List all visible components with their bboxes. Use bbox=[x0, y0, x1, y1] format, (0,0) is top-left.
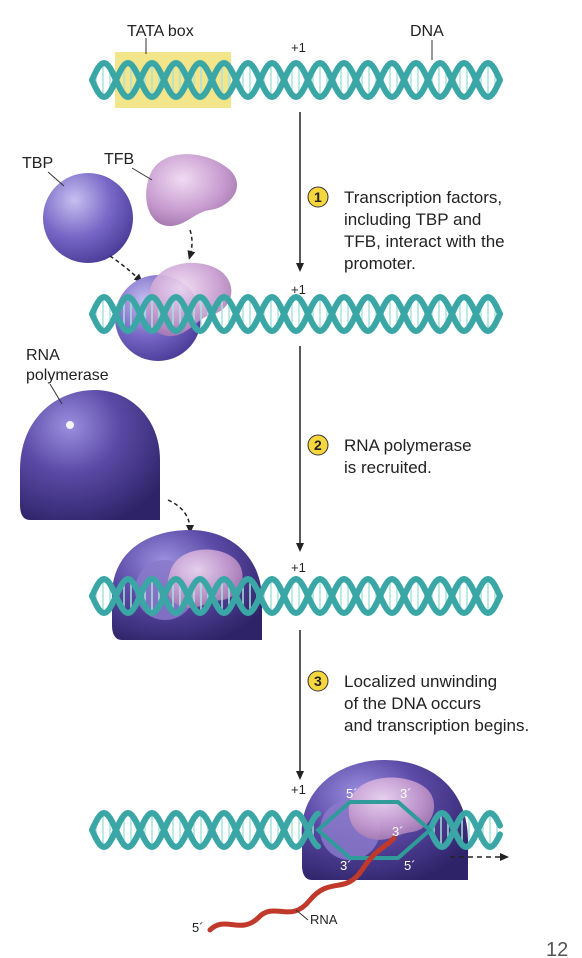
five-prime-bottom: 5´ bbox=[404, 858, 416, 873]
step-1-number: 1 bbox=[314, 189, 322, 205]
plus1-label-4: +1 bbox=[291, 782, 306, 797]
dna-helix-2 bbox=[89, 293, 503, 335]
dna-strand-b bbox=[89, 575, 503, 617]
dna-strand-a bbox=[89, 809, 321, 851]
tbp-leader bbox=[47, 171, 65, 187]
dna-strand-b bbox=[89, 809, 321, 851]
dna-strand-a bbox=[89, 293, 503, 335]
tfb-label: TFB bbox=[104, 151, 134, 168]
dna-strand-a bbox=[89, 59, 503, 101]
step-1-line-4: promoter. bbox=[344, 254, 416, 273]
five-prime-top: 5´ bbox=[346, 786, 358, 801]
plus1-label-3: +1 bbox=[291, 560, 306, 575]
step-1-badge bbox=[307, 186, 329, 208]
step-1-line-3: TFB, interact with the bbox=[344, 232, 505, 251]
step-1-line-2: including TBP and bbox=[344, 210, 481, 229]
tfb-leader bbox=[131, 167, 153, 181]
step-3-line-2: of the DNA occurs bbox=[344, 694, 481, 713]
step-1-line-1: Transcription factors, bbox=[344, 188, 502, 207]
tfb-protein bbox=[146, 154, 238, 227]
rna-label: RNA bbox=[310, 912, 338, 927]
plus1-label-2: +1 bbox=[291, 282, 306, 297]
three-prime-rna: 3´ bbox=[392, 824, 404, 839]
page-number: 12 bbox=[546, 939, 568, 958]
dna-helix-1 bbox=[89, 59, 503, 101]
polymerase-leader bbox=[49, 383, 63, 405]
tbp-label: TBP bbox=[22, 155, 53, 172]
rna-polymerase-label-line-1: RNA bbox=[26, 347, 60, 364]
three-prime-bottom: 3´ bbox=[340, 858, 352, 873]
step-3-line-1: Localized unwinding bbox=[344, 672, 497, 691]
rna-strand bbox=[207, 835, 397, 933]
three-prime-top: 3´ bbox=[400, 786, 412, 801]
dna-strand-b bbox=[89, 59, 503, 101]
dna-strand-a bbox=[427, 809, 503, 851]
dna-strand-a bbox=[89, 575, 503, 617]
step-3-number: 3 bbox=[314, 673, 322, 689]
polymerase-highlight bbox=[66, 421, 74, 429]
tbp-protein bbox=[43, 173, 133, 263]
step-2-line-2: is recruited. bbox=[344, 458, 432, 477]
tfb-transcribing bbox=[348, 777, 435, 840]
dna-label: DNA bbox=[410, 23, 444, 40]
dna-helix-4 bbox=[89, 809, 503, 851]
rna-polymerase bbox=[20, 390, 160, 520]
rna-leader bbox=[295, 909, 309, 921]
tata-box-label: TATA box bbox=[127, 23, 194, 40]
dna-strand-b bbox=[427, 809, 503, 851]
step-2-number: 2 bbox=[314, 437, 322, 453]
step-3-badge bbox=[307, 670, 329, 692]
rna-polymerase-label-line-2: polymerase bbox=[26, 367, 109, 384]
plus1-label-1: +1 bbox=[291, 40, 306, 55]
tfb-dashed-arrow bbox=[187, 229, 196, 260]
transcription-bubble bbox=[314, 800, 434, 860]
step-2-line-1: RNA polymerase bbox=[344, 436, 472, 455]
polymerase-dashed-arrow bbox=[167, 499, 194, 534]
rna-five-prime-label: 5´ bbox=[192, 920, 204, 935]
dna-helix-3 bbox=[89, 575, 503, 617]
tbp-dashed-arrow bbox=[109, 255, 143, 283]
step-3-line-3: and transcription begins. bbox=[344, 716, 529, 735]
dna-strand-b bbox=[89, 293, 503, 335]
step-2-badge bbox=[307, 434, 329, 456]
